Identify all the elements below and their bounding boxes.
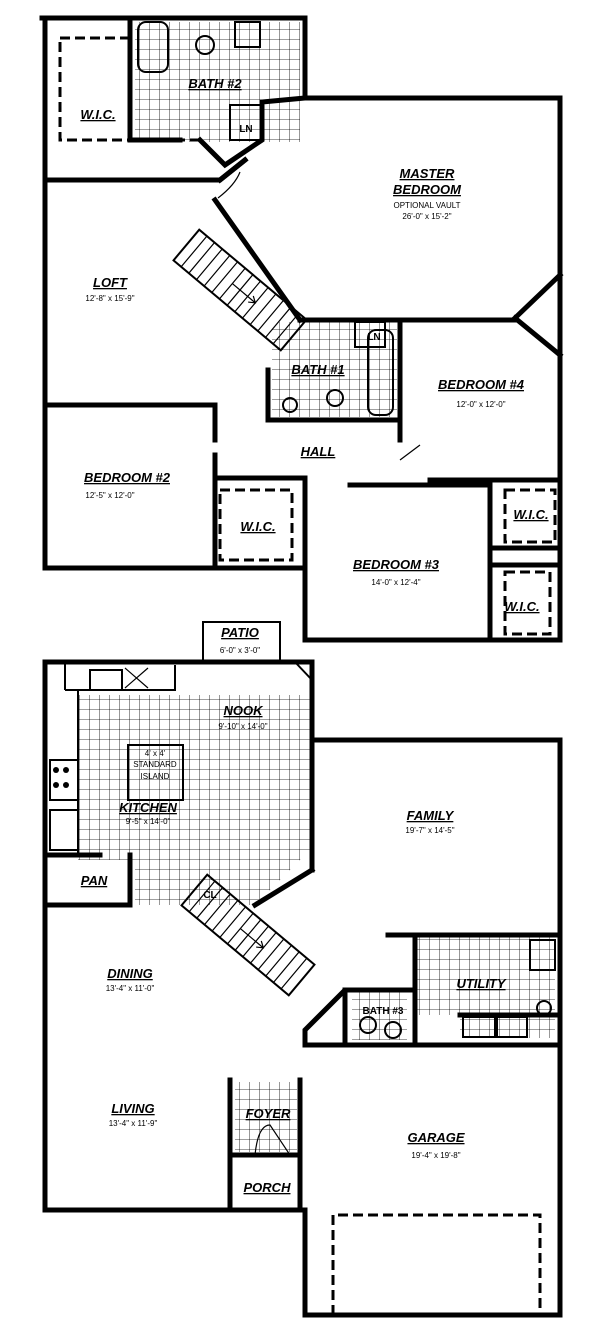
bathtub-icon bbox=[137, 21, 169, 73]
range-icon bbox=[49, 759, 79, 801]
room-label-wic-3: W.I.C. bbox=[513, 507, 548, 522]
linen-closet-1 bbox=[229, 104, 263, 141]
door-swing-master bbox=[217, 171, 241, 199]
family-dims: 19'-7" x 14'-5" bbox=[405, 826, 454, 835]
master-note: OPTIONAL VAULT bbox=[394, 201, 461, 210]
wic-3-shelf bbox=[503, 488, 557, 544]
upper-floor: W.I.C. BATH #2 LN MASTER BEDROOM OPTIONA… bbox=[39, 15, 564, 643]
wic-1-shelf bbox=[58, 36, 132, 142]
room-label-foyer: FOYER bbox=[246, 1106, 291, 1121]
front-door-swing bbox=[254, 1124, 291, 1156]
bedroom-3-dims: 14'-0" x 12'-4" bbox=[371, 578, 420, 587]
garage-door bbox=[331, 1213, 542, 1315]
label-closet: CL bbox=[203, 890, 216, 901]
bath-3-floor bbox=[352, 990, 407, 1040]
dining-dims: 13'-4" x 11'-0" bbox=[106, 984, 155, 993]
room-label-nook: NOOK bbox=[224, 703, 265, 718]
door-bedroom-4 bbox=[399, 444, 421, 461]
foyer-floor bbox=[235, 1082, 297, 1152]
wall-pantry bbox=[42, 852, 133, 908]
room-label-bedroom-4: BEDROOM #4 bbox=[438, 377, 525, 392]
master-dims: 26'-0" x 15'-2" bbox=[402, 212, 451, 221]
wall-wic-1 bbox=[42, 156, 249, 183]
burner bbox=[63, 782, 69, 788]
island-line-1: 4' x 4' bbox=[145, 749, 166, 758]
living-dims: 13'-4" x 11'-9" bbox=[109, 1119, 158, 1128]
room-label-patio: PATIO bbox=[221, 625, 259, 640]
utility-floor bbox=[415, 935, 555, 1038]
lower-exterior-wall bbox=[42, 659, 563, 1318]
toilet-icon bbox=[195, 35, 215, 55]
burner bbox=[63, 767, 69, 773]
dryer-icon bbox=[496, 1016, 528, 1038]
room-label-loft: LOFT bbox=[93, 275, 128, 290]
label-linen-1: LN bbox=[239, 124, 252, 135]
wall-foyer-porch bbox=[227, 1077, 303, 1213]
bedroom-4-dims: 12'-0" x 12'-0" bbox=[456, 400, 505, 409]
room-label-master-1: MASTER bbox=[400, 166, 456, 181]
room-label-pantry: PAN bbox=[81, 873, 108, 888]
patio-dims: 6'-0" x 3'-0" bbox=[220, 646, 260, 655]
room-label-master-2: BEDROOM bbox=[393, 182, 462, 197]
wic-4-shelf bbox=[503, 570, 552, 636]
label-linen-2: LN bbox=[367, 332, 380, 343]
room-label-family: FAMILY bbox=[407, 808, 455, 823]
room-label-garage: GARAGE bbox=[407, 1130, 464, 1145]
kitchen-island bbox=[127, 744, 184, 801]
room-label-wic-1: W.I.C. bbox=[80, 107, 115, 122]
dishwasher-icon bbox=[124, 667, 149, 689]
room-label-bedroom-3: BEDROOM #3 bbox=[353, 557, 440, 572]
room-label-bedroom-2: BEDROOM #2 bbox=[84, 470, 171, 485]
loft-dims: 12'-8" x 15'-9" bbox=[85, 294, 134, 303]
burner bbox=[53, 782, 59, 788]
garage-dims: 19'-4" x 19'-8" bbox=[411, 1151, 460, 1160]
sink-icon bbox=[282, 397, 298, 413]
kitchen-nook-floor bbox=[78, 695, 310, 905]
bedroom-2-dims: 12'-5" x 12'-0" bbox=[85, 491, 134, 500]
linen-closet-2 bbox=[354, 321, 386, 348]
room-label-hall: HALL bbox=[301, 444, 336, 459]
wall-bedroom-2 bbox=[42, 402, 308, 571]
bath-2-floor bbox=[135, 22, 300, 142]
sink-icon bbox=[384, 1021, 402, 1039]
wall-stair-angle bbox=[251, 866, 316, 909]
island-line-3: ISLAND bbox=[141, 772, 170, 781]
burner bbox=[53, 767, 59, 773]
bath-1-floor bbox=[272, 322, 397, 417]
room-label-porch: PORCH bbox=[244, 1180, 292, 1195]
refrigerator-icon bbox=[49, 809, 79, 851]
room-label-utility: UTILITY bbox=[456, 976, 506, 991]
room-label-wic-2: W.I.C. bbox=[240, 519, 275, 534]
wall-utility-bath-3 bbox=[302, 932, 563, 1048]
room-label-bath-3: BATH #3 bbox=[363, 1006, 404, 1017]
room-label-dining: DINING bbox=[107, 966, 153, 981]
room-label-bath-1: BATH #1 bbox=[291, 362, 344, 377]
wall-bedroom-3 bbox=[302, 482, 563, 643]
washer-icon bbox=[462, 1016, 496, 1038]
room-label-wic-4: W.I.C. bbox=[504, 599, 539, 614]
kitchen-sink-icon bbox=[89, 669, 123, 691]
upper-staircase bbox=[172, 228, 308, 352]
room-label-kitchen: KITCHEN bbox=[119, 800, 177, 815]
wall-bedroom-4 bbox=[397, 317, 563, 483]
furnace-icon bbox=[536, 1000, 552, 1016]
toilet-icon bbox=[326, 389, 344, 407]
toilet-icon bbox=[359, 1016, 377, 1034]
nook-dims: 9'-10" x 14'-0" bbox=[218, 722, 267, 731]
room-label-living: LIVING bbox=[111, 1101, 154, 1116]
kitchen-dims: 9'-5" x 14'-0" bbox=[126, 817, 171, 826]
upper-exterior-wall bbox=[39, 15, 563, 643]
room-label-bath-2: BATH #2 bbox=[188, 76, 242, 91]
island-line-2: STANDARD bbox=[133, 760, 177, 769]
bathtub-icon bbox=[367, 329, 394, 416]
water-heater-icon bbox=[529, 939, 556, 971]
wall-master-angles bbox=[211, 156, 564, 359]
nook-corner bbox=[294, 661, 313, 681]
lower-floor: PATIO 6'-0" x 3'-0" NOOK 9'-10" x 14'-0"… bbox=[42, 621, 563, 1318]
lower-staircase bbox=[180, 873, 316, 997]
sink-icon bbox=[234, 21, 261, 48]
wic-2-shelf bbox=[218, 488, 294, 562]
